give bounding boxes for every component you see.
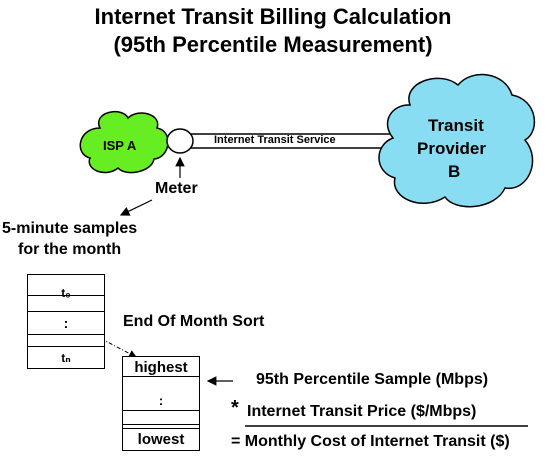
transit-provider-label-line2: Provider — [417, 139, 486, 158]
samples-row-t0: t₀ — [27, 274, 105, 312]
isp-a-cloud — [79, 110, 169, 174]
meter-icon — [166, 128, 194, 154]
samples-label-line2: for the month — [18, 241, 122, 258]
monthly-cost-label: = Monthly Cost of Internet Transit ($) — [231, 433, 510, 450]
samples-row-ellipsis: : — [27, 311, 105, 335]
multiply-sign: * — [231, 397, 239, 419]
meter-label: Meter — [155, 180, 198, 197]
transit-provider-label-line3: B — [448, 162, 461, 181]
transit-link-label: Internet Transit Service — [214, 134, 336, 146]
sorted-row-lowest: lowest — [122, 428, 200, 451]
percentile-sample-label: 95th Percentile Sample (Mbps) — [256, 371, 489, 388]
diagram-title-line2: (95th Percentile Measurement) — [113, 32, 433, 57]
samples-arrow — [119, 199, 153, 216]
sorted-row-highest: highest — [122, 356, 200, 377]
transit-provider-b-cloud — [378, 73, 536, 208]
end-of-month-sort-label: End Of Month Sort — [123, 313, 265, 330]
sorted-divider — [122, 410, 200, 411]
transit-price-label: Internet Transit Price ($/Mbps) — [247, 403, 477, 420]
sorted-row-ellipsis: : — [122, 376, 200, 425]
diagram-title-line1: Internet Transit Billing Calculation — [94, 4, 452, 29]
samples-divider — [27, 295, 105, 296]
transit-provider-label-line1: Transit — [428, 116, 484, 135]
isp-a-label: ISP A — [103, 138, 137, 153]
samples-row-tn: tₙ — [27, 346, 105, 369]
samples-label-line1: 5-minute samples — [2, 220, 138, 237]
